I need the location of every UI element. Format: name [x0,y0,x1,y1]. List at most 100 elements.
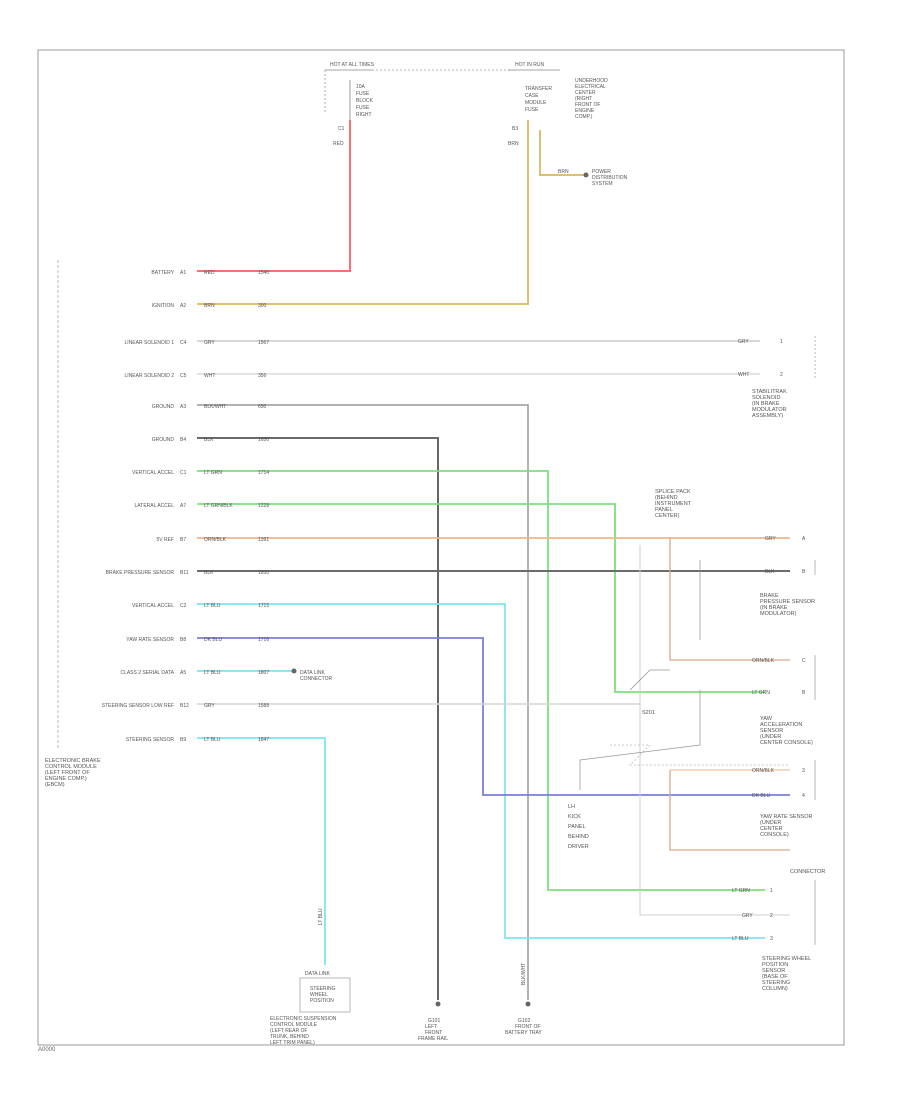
wire-steering-link [629,669,670,691]
pin-wire-color: BRN [204,303,215,309]
splice-bank-line-2: (BEHIND [655,495,678,501]
wire-gry-return [639,545,790,916]
dlc-note-5: LEFT TRIM PANEL) [270,1040,315,1046]
top-right-note-line-2: ELECTRICAL [575,84,606,90]
pin-wire-color: LT BLU [204,737,221,743]
pin-label: VERTICAL ACCEL [132,603,174,609]
yaw-sensor-line-1: YAW [760,716,773,722]
lateral-sensor-line-4: CONSOLE) [760,832,789,838]
brake-pin-1: A [802,536,806,542]
wire-battery-feed [197,120,351,272]
pin-circuit: 1540 [258,270,269,276]
brake-pin-1-color: GRY [765,536,776,542]
yaw-pin-1: C [802,658,806,664]
pin-wire-color: LT BLU [204,670,221,676]
fuse-1-header: HOT AT ALL TIMES [330,62,375,68]
module-line-4: ENGINE COMP.) [45,776,87,782]
class2-note: DATA LINK CONNECTOR [300,670,333,682]
pin-number: A3 [180,404,186,410]
center-block-line-3: PANEL [568,824,586,830]
fuse-1-line-4: FUSE [356,105,370,111]
steering-pin-2-color: GRY [742,913,753,919]
top-right-note-line-6: ENGINE [575,108,595,114]
dlc-bottom: LT BLU DATA LINK STEERING WHEEL POSITION… [270,908,351,1046]
pin-wire-color: LT GRN [204,470,222,476]
pin-circuit: 1228 [258,503,269,509]
pin-number: B11 [180,570,189,576]
g102-wire-color: BLK/WHT [521,963,527,985]
wire-ignition-feed [197,120,529,305]
right-pin-top-2-color: WHT [738,372,749,378]
steering-pin-2: 2 [770,913,773,919]
splice-bank-line-1: SPLICE PACK [655,489,691,495]
right-pin-top-1: 1 [780,339,783,345]
wire-lateral-accel [197,503,765,693]
wire-diag-connector [610,744,790,766]
module-line-1: ELECTRONIC BRAKE [45,758,101,764]
wire-gry-return-3 [579,690,701,790]
dlc-note-3: (LEFT REAR OF [270,1028,307,1034]
yaw-sensor-label: YAW ACCELERATION SENSOR (UNDER CENTER CO… [760,716,813,746]
pin-label: BRAKE PRESSURE SENSOR [106,570,175,576]
ground-g102: BLK/WHT G102 FRONT OF BATTERY TRAY [505,963,542,1036]
pin-wire-color: GRY [204,703,215,709]
solenoid-line-4: MODULATOR [752,407,787,413]
pin-number: B12 [180,703,189,709]
pin-wire-color: LT BLU [204,603,221,609]
connector-label: CONNECTOR [790,869,825,875]
lateral-pin-2: 4 [802,793,805,799]
top-right-note-line-7: COMP.) [575,114,593,120]
g102-line-1: G102 [518,1018,530,1024]
g102-line-3: BATTERY TRAY [505,1030,542,1036]
pin-circuit: 1716 [258,637,269,643]
pin-label: CLASS 2 SERIAL DATA [120,670,174,676]
pin-wire-color: DK BLU [204,637,222,643]
fuse-1-pin: C1 [338,126,345,132]
pin-number: A1 [180,270,186,276]
wire-vertical-accel [197,470,765,891]
pin-number: B7 [180,537,186,543]
brake-pressure-line-2: PRESSURE SENSOR [760,599,815,605]
dlc-note-1: ELECTRONIC SUSPENSION [270,1016,337,1022]
pin-wire-color: LT GRN/BLK [204,503,233,509]
class2-terminal [291,668,297,674]
power-distribution-note: POWER DISTRIBUTION SYSTEM [592,169,628,187]
pin-circuit: 1567 [258,340,269,346]
wire-orn-loop [669,538,790,661]
pin-circuit: 1714 [258,470,269,476]
lateral-pin-1: 3 [802,768,805,774]
g102-line-2: FRONT OF [515,1024,540,1030]
g101-line-2: LEFT [425,1024,437,1030]
dlc-line-2: WHEEL [310,992,328,998]
fuse-2-line-4: FUSE [525,107,539,113]
figure-id: A0000 [38,1047,56,1053]
dlc-wire-color: LT BLU [318,908,324,925]
pin-wire-color: RED [204,270,215,276]
splice-bank-line-5: CENTER) [655,513,680,519]
pin-circuit: 1588 [258,703,269,709]
steering-sensor-line-3: SENSOR [762,968,785,974]
pin-label: VERTICAL ACCEL [132,470,174,476]
ground-g101: G101 LEFT FRONT FRAME RAIL [418,1001,448,1042]
pin-wire-color: WHT [204,373,215,379]
top-right-note-line-4: (RIGHT [575,96,592,102]
wire-orn-loop-2 [669,770,790,851]
fuse-1: HOT AT ALL TIMES 10A FUSE BLOCK FUSE RIG… [324,62,375,147]
center-block-line-4: BEHIND [568,834,589,840]
lateral-pin-1-color: ORN/BLK [752,768,775,774]
fuse-2-line-3: MODULE [525,100,547,106]
dlc-line-3: POSITION [310,998,334,1004]
solenoid-line-1: STABILITRAK [752,389,787,395]
pin-label: GROUND [152,437,175,443]
splice-bank-label: SPLICE PACK (BEHIND INSTRUMENT PANEL CEN… [655,489,692,519]
top-right-note-line-1: UNDERHOOD [575,78,608,84]
steering-pin-3-color: LT BLU [732,936,749,942]
pin-label: YAW RATE SENSOR [126,637,174,643]
center-block-line-2: KICK [568,814,581,820]
yaw-sensor-line-2: ACCELERATION [760,722,802,728]
lateral-sensor-label: YAW RATE SENSOR (UNDER CENTER CONSOLE) [760,814,812,838]
g101-line-3: FRONT [425,1030,442,1036]
diagram-border [37,49,845,1046]
